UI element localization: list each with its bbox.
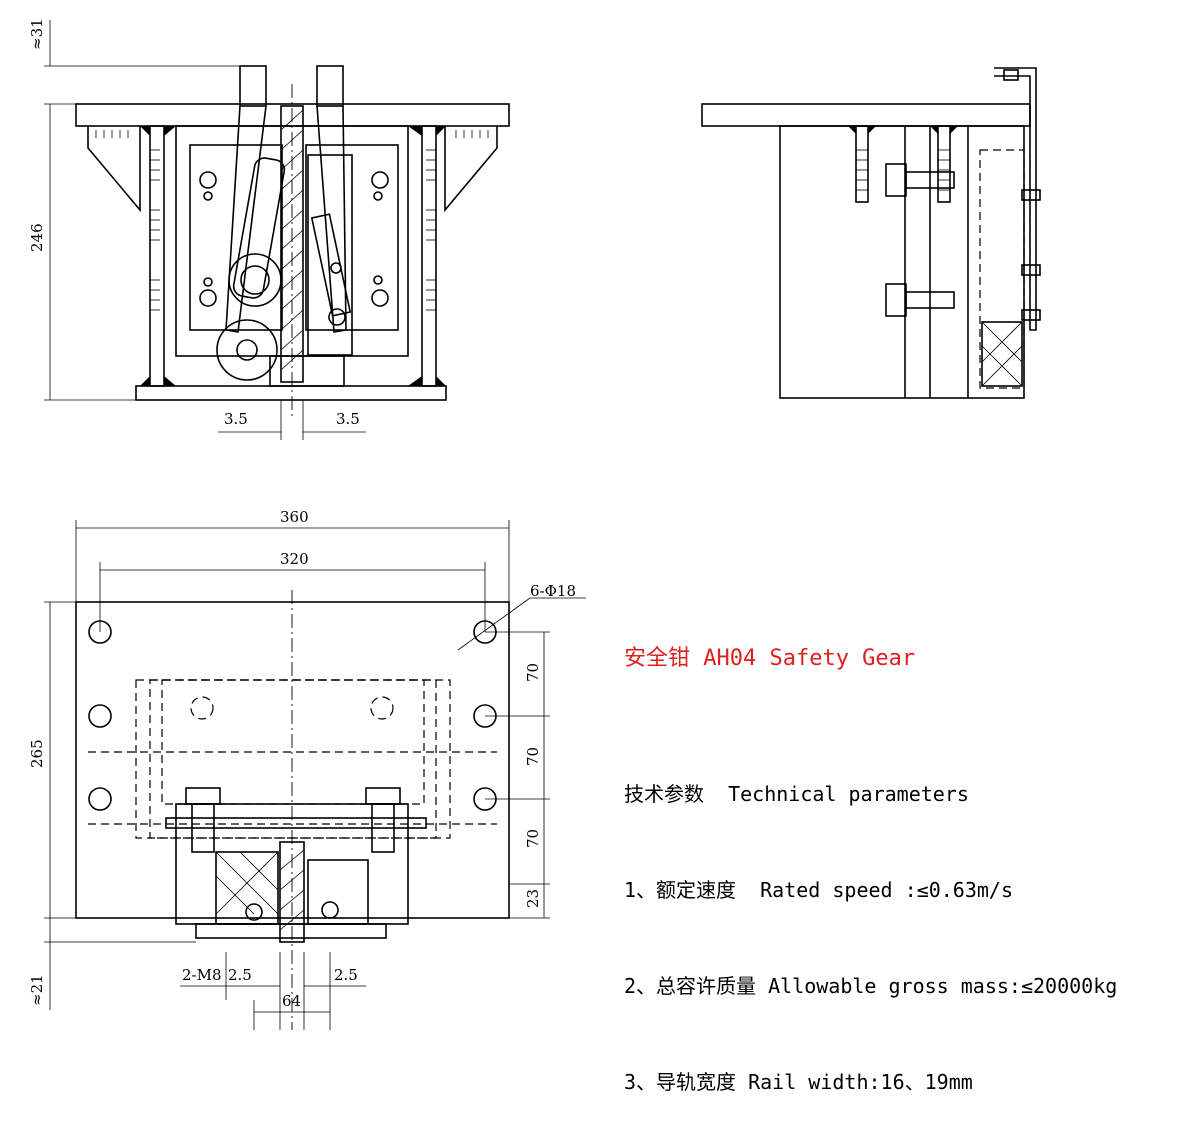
dim-shoe-right: 2.5: [334, 966, 358, 984]
drawing-title: 安全钳 AH04 Safety Gear: [624, 646, 916, 671]
dim-bolts: 2-M8: [182, 966, 222, 984]
front-view: ≈31 246 3.5 3.5: [28, 18, 510, 440]
dim-shoe-left: 2.5: [228, 966, 252, 984]
plan-view: 360 320 6-Φ18 265 70 70 70 23 2-M8 2.5 2…: [28, 508, 586, 1030]
dim-gap-right: 3.5: [336, 410, 360, 428]
param-rated-speed: 1、额定速度 Rated speed :≤0.63m/s: [624, 878, 1013, 902]
dim-height-front: 246: [28, 223, 46, 252]
dim-holes: 6-Φ18: [530, 582, 576, 600]
dim-depth: 265: [28, 739, 46, 768]
side-view: [701, 67, 1041, 399]
dim-pitch-1: 70: [524, 663, 542, 682]
param-rail-width: 3、导轨宽度 Rail width:16、19mm: [624, 1070, 973, 1094]
dim-hole-spacing: 320: [280, 550, 309, 568]
dim-gap-left: 3.5: [224, 410, 248, 428]
dim-rail-slot: 64: [282, 992, 301, 1010]
technical-drawing: ≈31 246 3.5 3.5: [28, 18, 1041, 1030]
dim-top-approx: ≈31: [28, 18, 46, 50]
param-gross-mass: 2、总容许质量 Allowable gross mass:≤20000kg: [624, 974, 1118, 998]
params-heading: 技术参数 Technical parameters: [624, 782, 969, 806]
dim-pitch-3: 70: [524, 829, 542, 848]
dim-pitch-2: 70: [524, 747, 542, 766]
dim-width-total: 360: [280, 508, 309, 526]
dim-bottom-offset: 23: [524, 889, 542, 908]
technical-parameters: 技术参数 Technical parameters 1、额定速度 Rated s…: [624, 714, 1117, 1130]
dim-bottom-approx: ≈21: [28, 974, 46, 1006]
